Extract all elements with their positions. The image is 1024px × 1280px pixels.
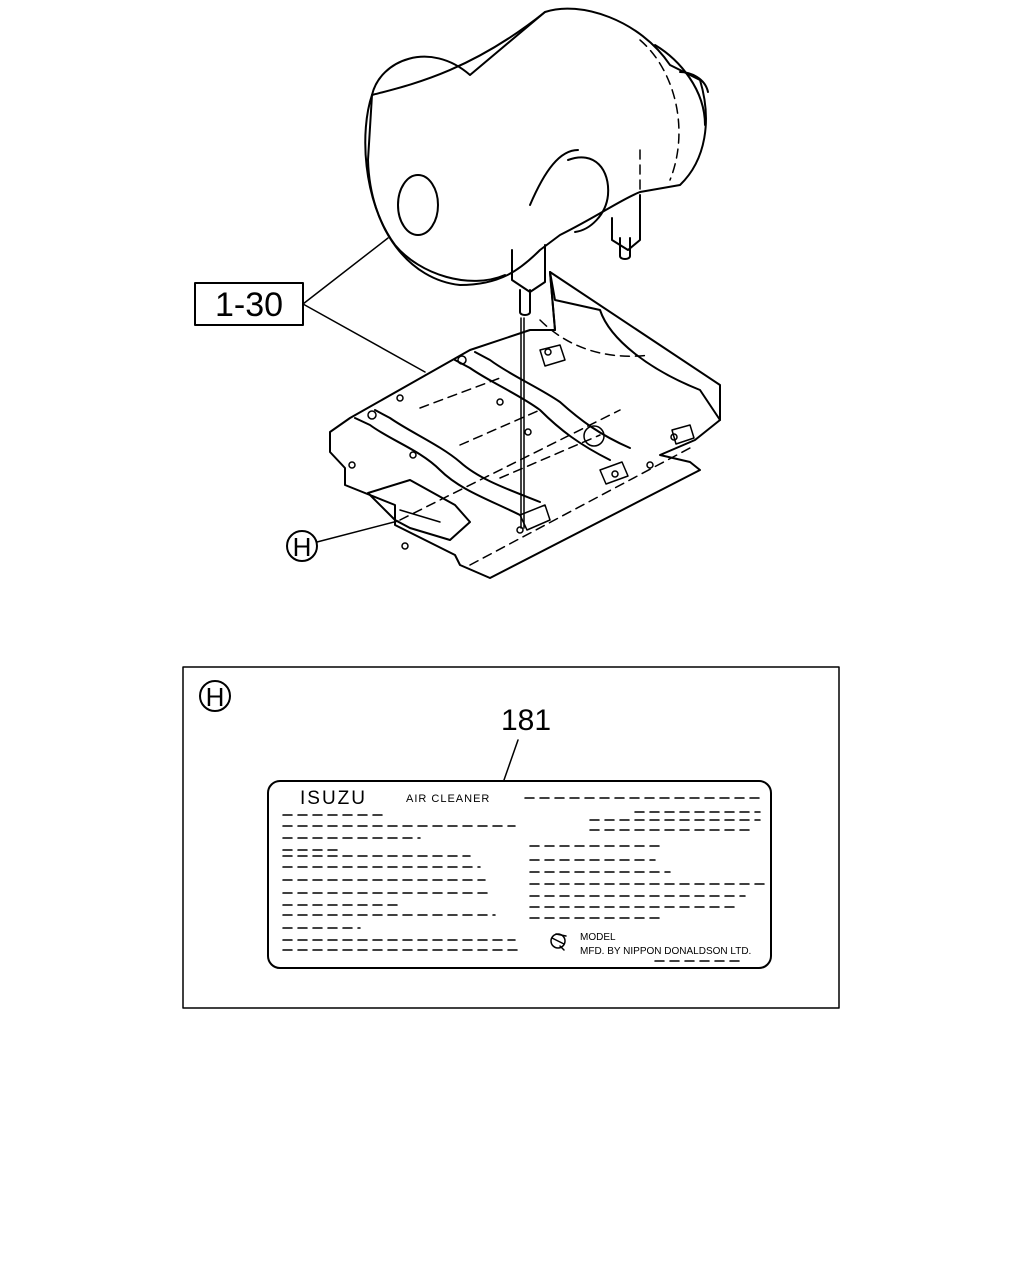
label-brand: ISUZU [300,788,367,809]
air-cleaner-assembly [364,7,709,316]
detail-box: H 181 ISUZU AIR CLEANER [182,666,840,1009]
mounting-bracket [329,271,721,579]
part-number-label: 181 [501,704,551,737]
label-product: AIR CLEANER [406,793,490,805]
detail-marker-label: H [293,532,312,562]
donaldson-logo [550,933,567,951]
label-model-line: MODEL [580,932,616,943]
label-text-lines [282,797,766,962]
label-maker-line: MFD. BY NIPPON DONALDSON LTD. [580,946,751,957]
assembly-ref-callout: 1-30 [194,237,426,373]
detail-marker-callout: H [286,520,399,562]
detail-box-marker-label: H [206,682,225,712]
assembly-ref-label: 1-30 [215,286,283,324]
